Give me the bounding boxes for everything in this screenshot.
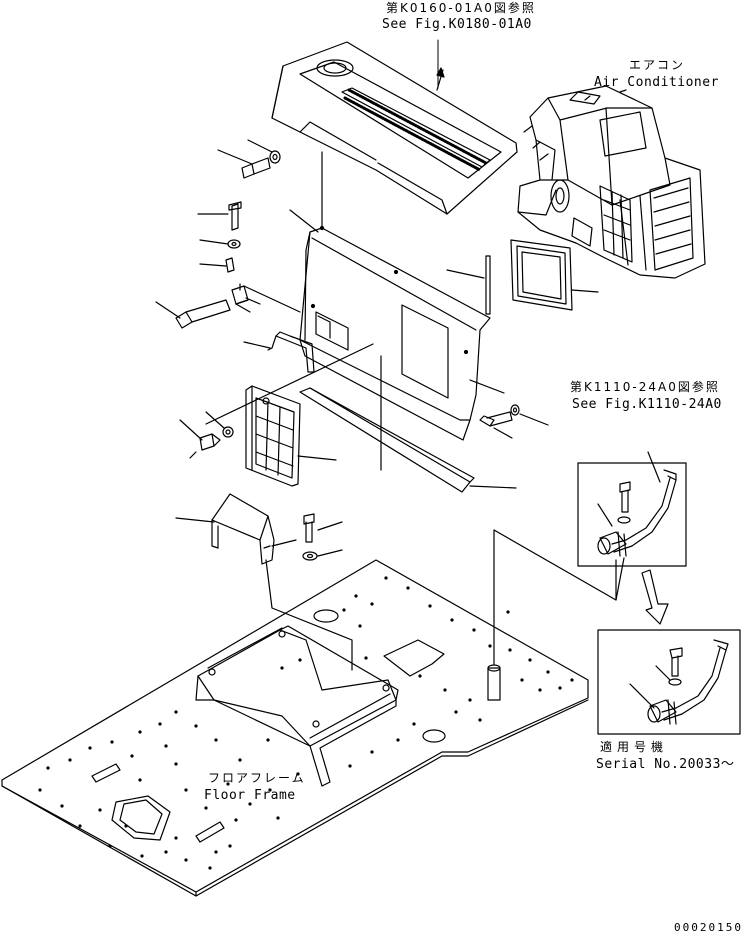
middle-duct-plate <box>299 225 491 441</box>
upper-duct-panel <box>271 41 518 215</box>
middle-plate-leaders <box>205 151 382 471</box>
vertical-rod <box>446 255 491 315</box>
vent-grille <box>245 385 337 487</box>
ac-label-jp: エアコン <box>629 58 686 72</box>
left-hardware-stack <box>155 139 301 329</box>
u-bracket <box>243 331 315 373</box>
bolt-washer-lower <box>302 513 343 561</box>
screw-washer-left <box>179 411 234 459</box>
serial-label-en: Serial No.20033〜 <box>596 757 735 772</box>
pipe-ref-label-en: See Fig.K1110-24A0 <box>572 397 722 412</box>
detail-box-upper <box>577 451 687 601</box>
top-ref-label-jp: 第K0160-01A0図参照 <box>386 1 536 15</box>
floor-frame-holes <box>38 576 574 870</box>
lower-cover-bracket <box>175 493 353 671</box>
floor-frame-label-jp: フロアフレーム <box>208 771 306 785</box>
down-arrow <box>641 569 669 625</box>
air-conditioner-unit <box>517 85 706 279</box>
floor-frame <box>1 529 617 897</box>
detail-box-lower <box>597 629 741 735</box>
drawing-number: 00020150 <box>674 921 743 934</box>
ac-label-en: Air Conditioner <box>594 75 719 90</box>
bolt-washer-mid-right <box>469 379 549 439</box>
top-ref-label-en: See Fig.K0180-01A0 <box>382 17 532 32</box>
serial-label-jp: 適用号機 <box>600 740 669 754</box>
long-seal-bar <box>299 387 517 493</box>
floor-frame-label-en: Floor Frame <box>204 788 296 803</box>
pipe-ref-label-jp: 第K1110-24A0図参照 <box>570 380 720 394</box>
air-filter <box>510 239 599 311</box>
